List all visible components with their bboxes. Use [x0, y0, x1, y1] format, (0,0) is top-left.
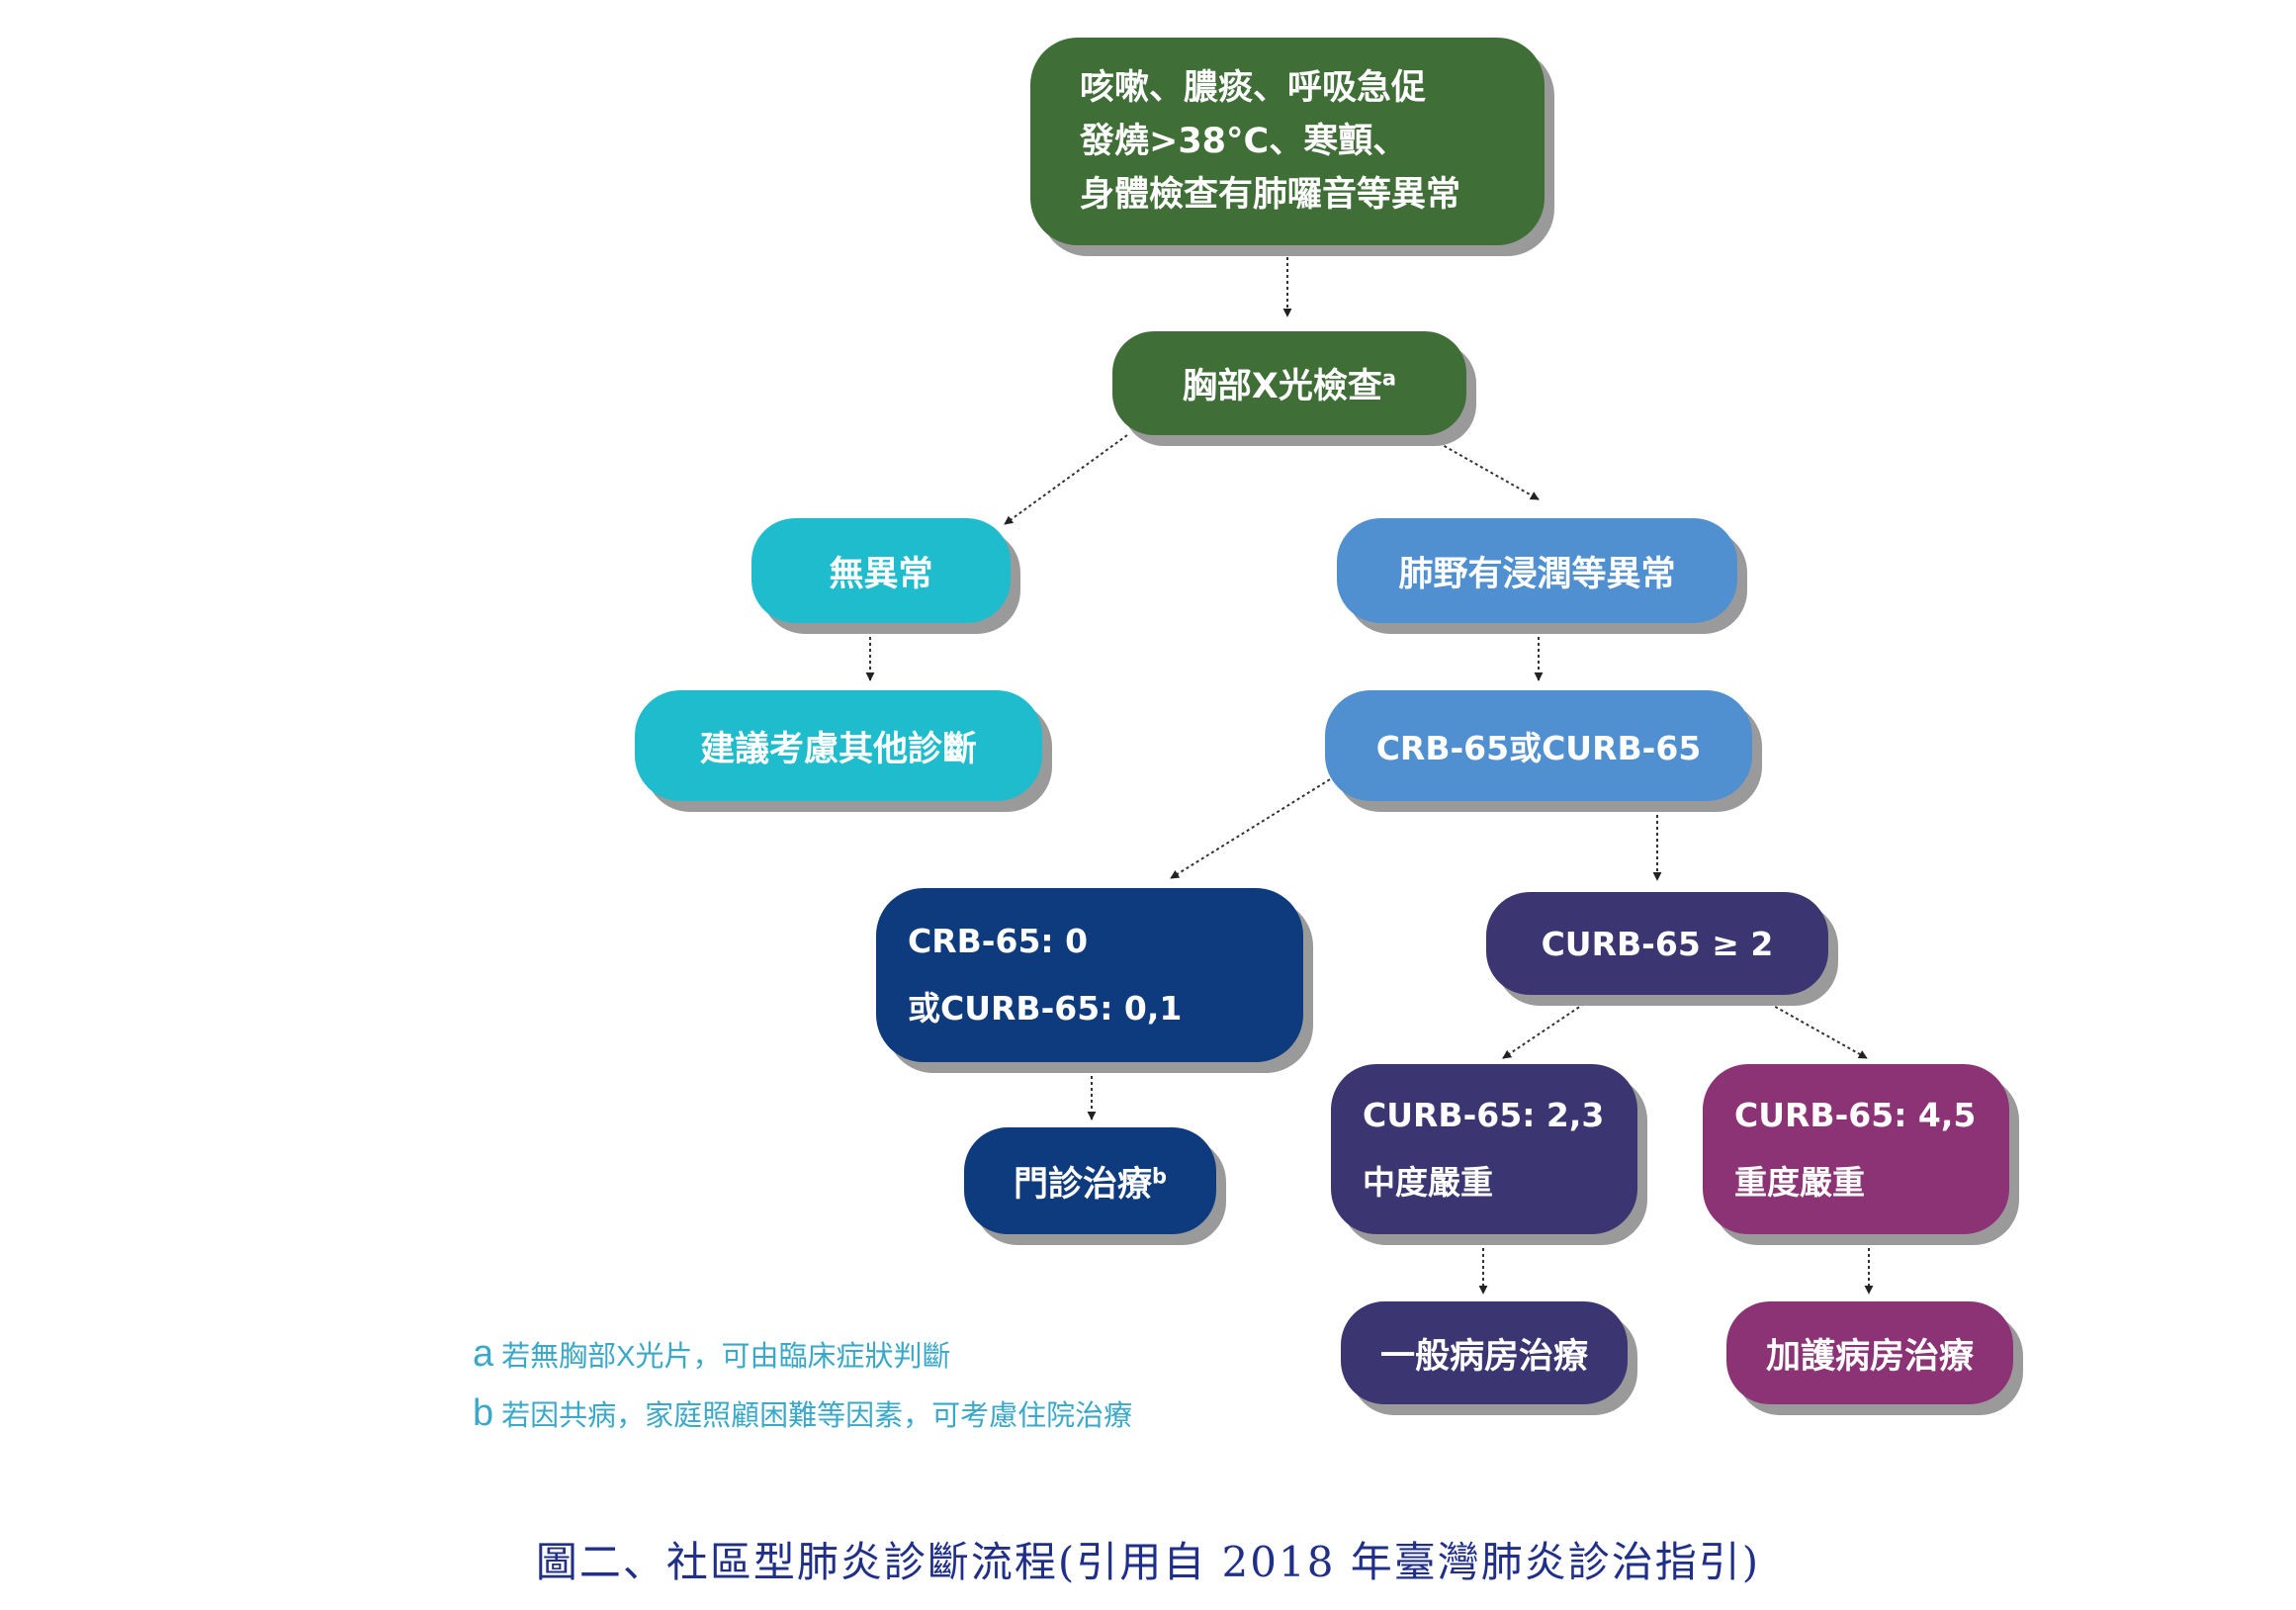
low-score-box: CRB-65: 0 或CURB-65: 0,1 [876, 888, 1303, 1062]
icu-box: 加護病房治療 [1726, 1301, 2013, 1404]
icu-label: 加護病房治療 [1765, 1336, 1974, 1377]
moderate-line-2: 中度嚴重 [1363, 1163, 1493, 1202]
score-box: CRB-65或CURB-65 [1325, 690, 1752, 801]
arrow-high-to-moderate [1502, 1003, 1585, 1059]
infiltrate-label: 肺野有浸潤等異常 [1398, 554, 1676, 594]
xray-box: 胸部X光檢查a [1112, 331, 1466, 435]
other-diagnosis-label: 建議考慮其他診斷 [699, 729, 977, 769]
low-score-line-2: 或CURB-65: 0,1 [908, 989, 1183, 1028]
ward-box: 一般病房治療 [1341, 1301, 1628, 1404]
symptoms-line-2: 發燒>38°C、寒顫、 [1080, 122, 1408, 161]
outpatient-label: 門診治療 [1013, 1164, 1152, 1205]
footnote-b-text: 若因共病，家庭照顧困難等因素，可考慮住院治療 [501, 1400, 1133, 1432]
moderate-line-1: CURB-65: 2,3 [1363, 1096, 1605, 1134]
other-diagnosis-box: 建議考慮其他診斷 [635, 690, 1042, 801]
arrow-xray-to-infiltrate [1433, 439, 1540, 500]
footnote-a-text: 若無胸部X光片，可由臨床症狀判斷 [501, 1341, 951, 1373]
no-abnormal-box: 無異常 [751, 518, 1011, 623]
symptoms-line-1: 咳嗽、膿痰、呼吸急促 [1080, 68, 1427, 108]
ward-label: 一般病房治療 [1379, 1336, 1588, 1377]
severe-line-1: CURB-65: 4,5 [1734, 1096, 1977, 1134]
xray-footnote-mark: a [1381, 366, 1397, 391]
infiltrate-box: 肺野有浸潤等異常 [1337, 518, 1737, 623]
footnote-b-letter: b [473, 1392, 494, 1434]
arrow-score-to-low [1170, 775, 1336, 879]
moderate-box: CURB-65: 2,3 中度嚴重 [1331, 1064, 1637, 1234]
score-label: CRB-65或CURB-65 [1375, 729, 1702, 767]
footnote-a-letter: a [473, 1333, 494, 1375]
arrow-xray-to-no-abnormal [1004, 434, 1128, 525]
xray-label: 胸部X光檢查 [1182, 367, 1382, 406]
symptoms-line-3: 身體檢查有肺囉音等異常 [1080, 175, 1461, 215]
outpatient-box: 門診治療b [964, 1127, 1216, 1234]
arrow-high-to-severe [1769, 1003, 1868, 1059]
low-score-line-1: CRB-65: 0 [908, 922, 1089, 960]
no-abnormal-label: 無異常 [829, 554, 933, 594]
high-score-label: CURB-65 ≥ 2 [1541, 924, 1774, 963]
outpatient-footnote-mark: b [1151, 1163, 1168, 1188]
figure-caption: 圖二、社區型肺炎診斷流程(引用自 2018 年臺灣肺炎診治指引) [535, 1538, 1761, 1586]
severe-box: CURB-65: 4,5 重度嚴重 [1703, 1064, 2009, 1234]
severe-line-2: 重度嚴重 [1734, 1163, 1865, 1202]
high-score-box: CURB-65 ≥ 2 [1486, 892, 1828, 995]
symptoms-box: 咳嗽、膿痰、呼吸急促 發燒>38°C、寒顫、 身體檢查有肺囉音等異常 [1030, 38, 1545, 245]
